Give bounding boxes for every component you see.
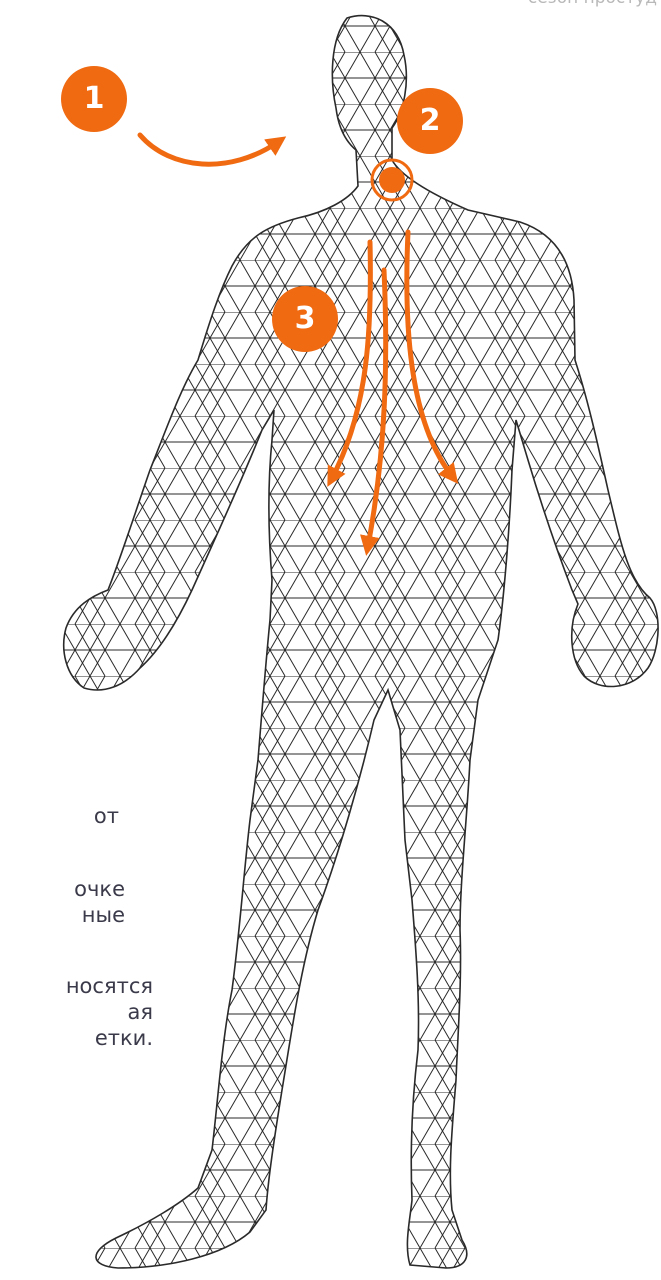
step-3-badge: 3 [272, 286, 338, 352]
arrow-1-icon [140, 135, 278, 164]
step-1-description: от [0, 803, 119, 829]
step-1-badge: 1 [61, 66, 127, 132]
step-2-description: очке ные [0, 876, 125, 928]
step-2-badge: 2 [397, 88, 463, 154]
step-3-description: носятся ая етки. [0, 973, 153, 1051]
